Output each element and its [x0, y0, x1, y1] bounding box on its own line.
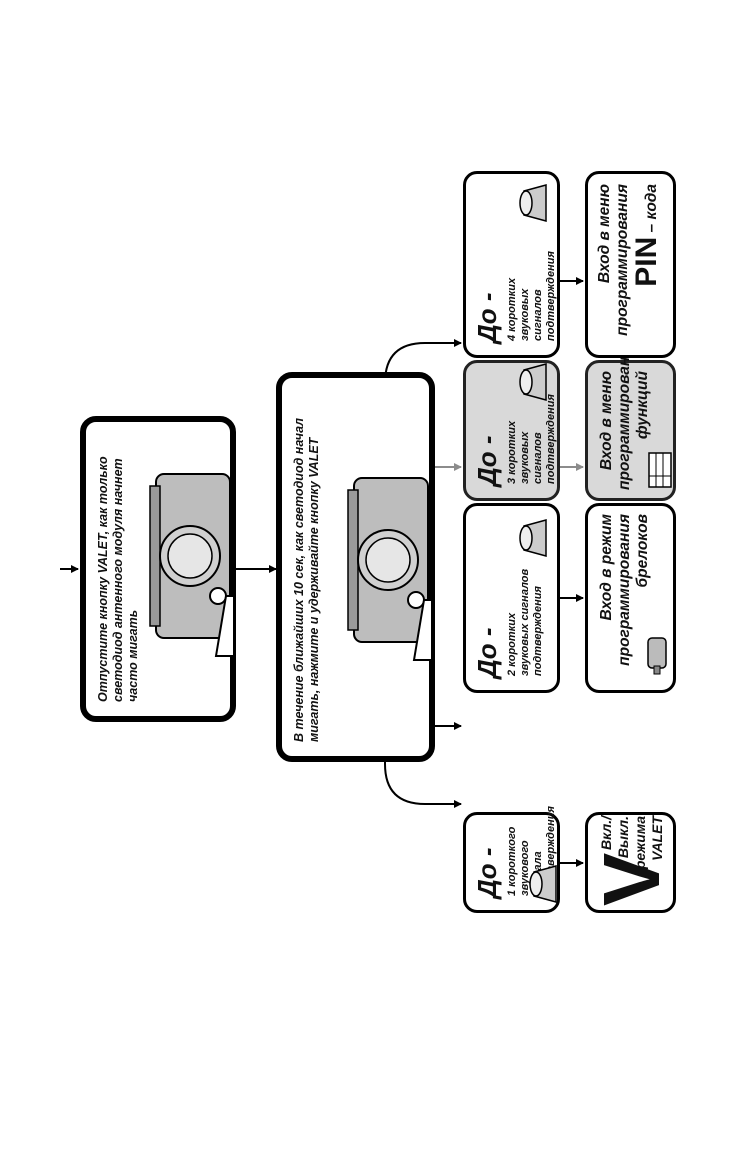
siren-icon — [519, 363, 547, 401]
option-3-beeps: 3 коротких звуковых сигналов подтвержден… — [506, 394, 557, 484]
result-2-text: Вход в режим программирования брелоков — [598, 514, 651, 666]
option-2-heading: До - — [472, 627, 502, 678]
result-1-text: Вкл./Выкл. режима VALET — [598, 816, 665, 870]
option-2-box: До - 2 коротких звуковых сигналов подтве… — [463, 503, 560, 693]
step1-text: Отпустите кнопку VALET, как только свето… — [96, 456, 140, 702]
option-1-box: До - 1 короткого звукового сигнала подтв… — [463, 806, 560, 913]
pin-label: PIN — [630, 236, 663, 287]
siren-icon — [529, 865, 557, 903]
result-3-box: Вход в меню программирования функций — [585, 338, 676, 501]
function-table-icon — [648, 452, 672, 488]
result-4-text: Вход в меню программирования PIN – кода — [596, 184, 663, 336]
result-1-box: V Вкл./Выкл. режима VALET — [585, 812, 676, 913]
option-4-box: До - 4 коротких звуковых сигналов подтве… — [463, 171, 560, 358]
result-3-text: Вход в меню программирования функций — [598, 338, 651, 490]
step1-box: Отпустите кнопку VALET, как только свето… — [80, 416, 236, 722]
option-3-heading: До - — [472, 435, 502, 486]
valet-button-icon — [347, 477, 433, 661]
branch-1 — [384, 383, 462, 808]
option-3-box: До - 3 коротких звуковых сигналов подтве… — [463, 360, 560, 501]
key-fob-icon — [647, 637, 667, 675]
result-4-box: Вход в меню программирования PIN – кода — [585, 171, 676, 358]
pin-suffix: – кода — [643, 184, 660, 237]
step2-text: В течение ближайших 10 сек, как светодио… — [292, 418, 321, 742]
option-1-heading: До - — [472, 847, 502, 898]
siren-icon — [519, 519, 547, 557]
step2-box: В течение ближайших 10 сек, как светодио… — [276, 372, 435, 762]
alarm-module-icon — [149, 473, 235, 657]
option-2-beeps: 2 коротких звуковых сигналов подтвержден… — [506, 568, 544, 676]
option-4-beeps: 4 коротких звуковых сигналов подтвержден… — [506, 251, 557, 341]
option-4-heading: До - — [472, 292, 502, 343]
siren-icon — [519, 184, 547, 222]
result-2-box: Вход в режим программирования брелоков — [585, 503, 676, 693]
